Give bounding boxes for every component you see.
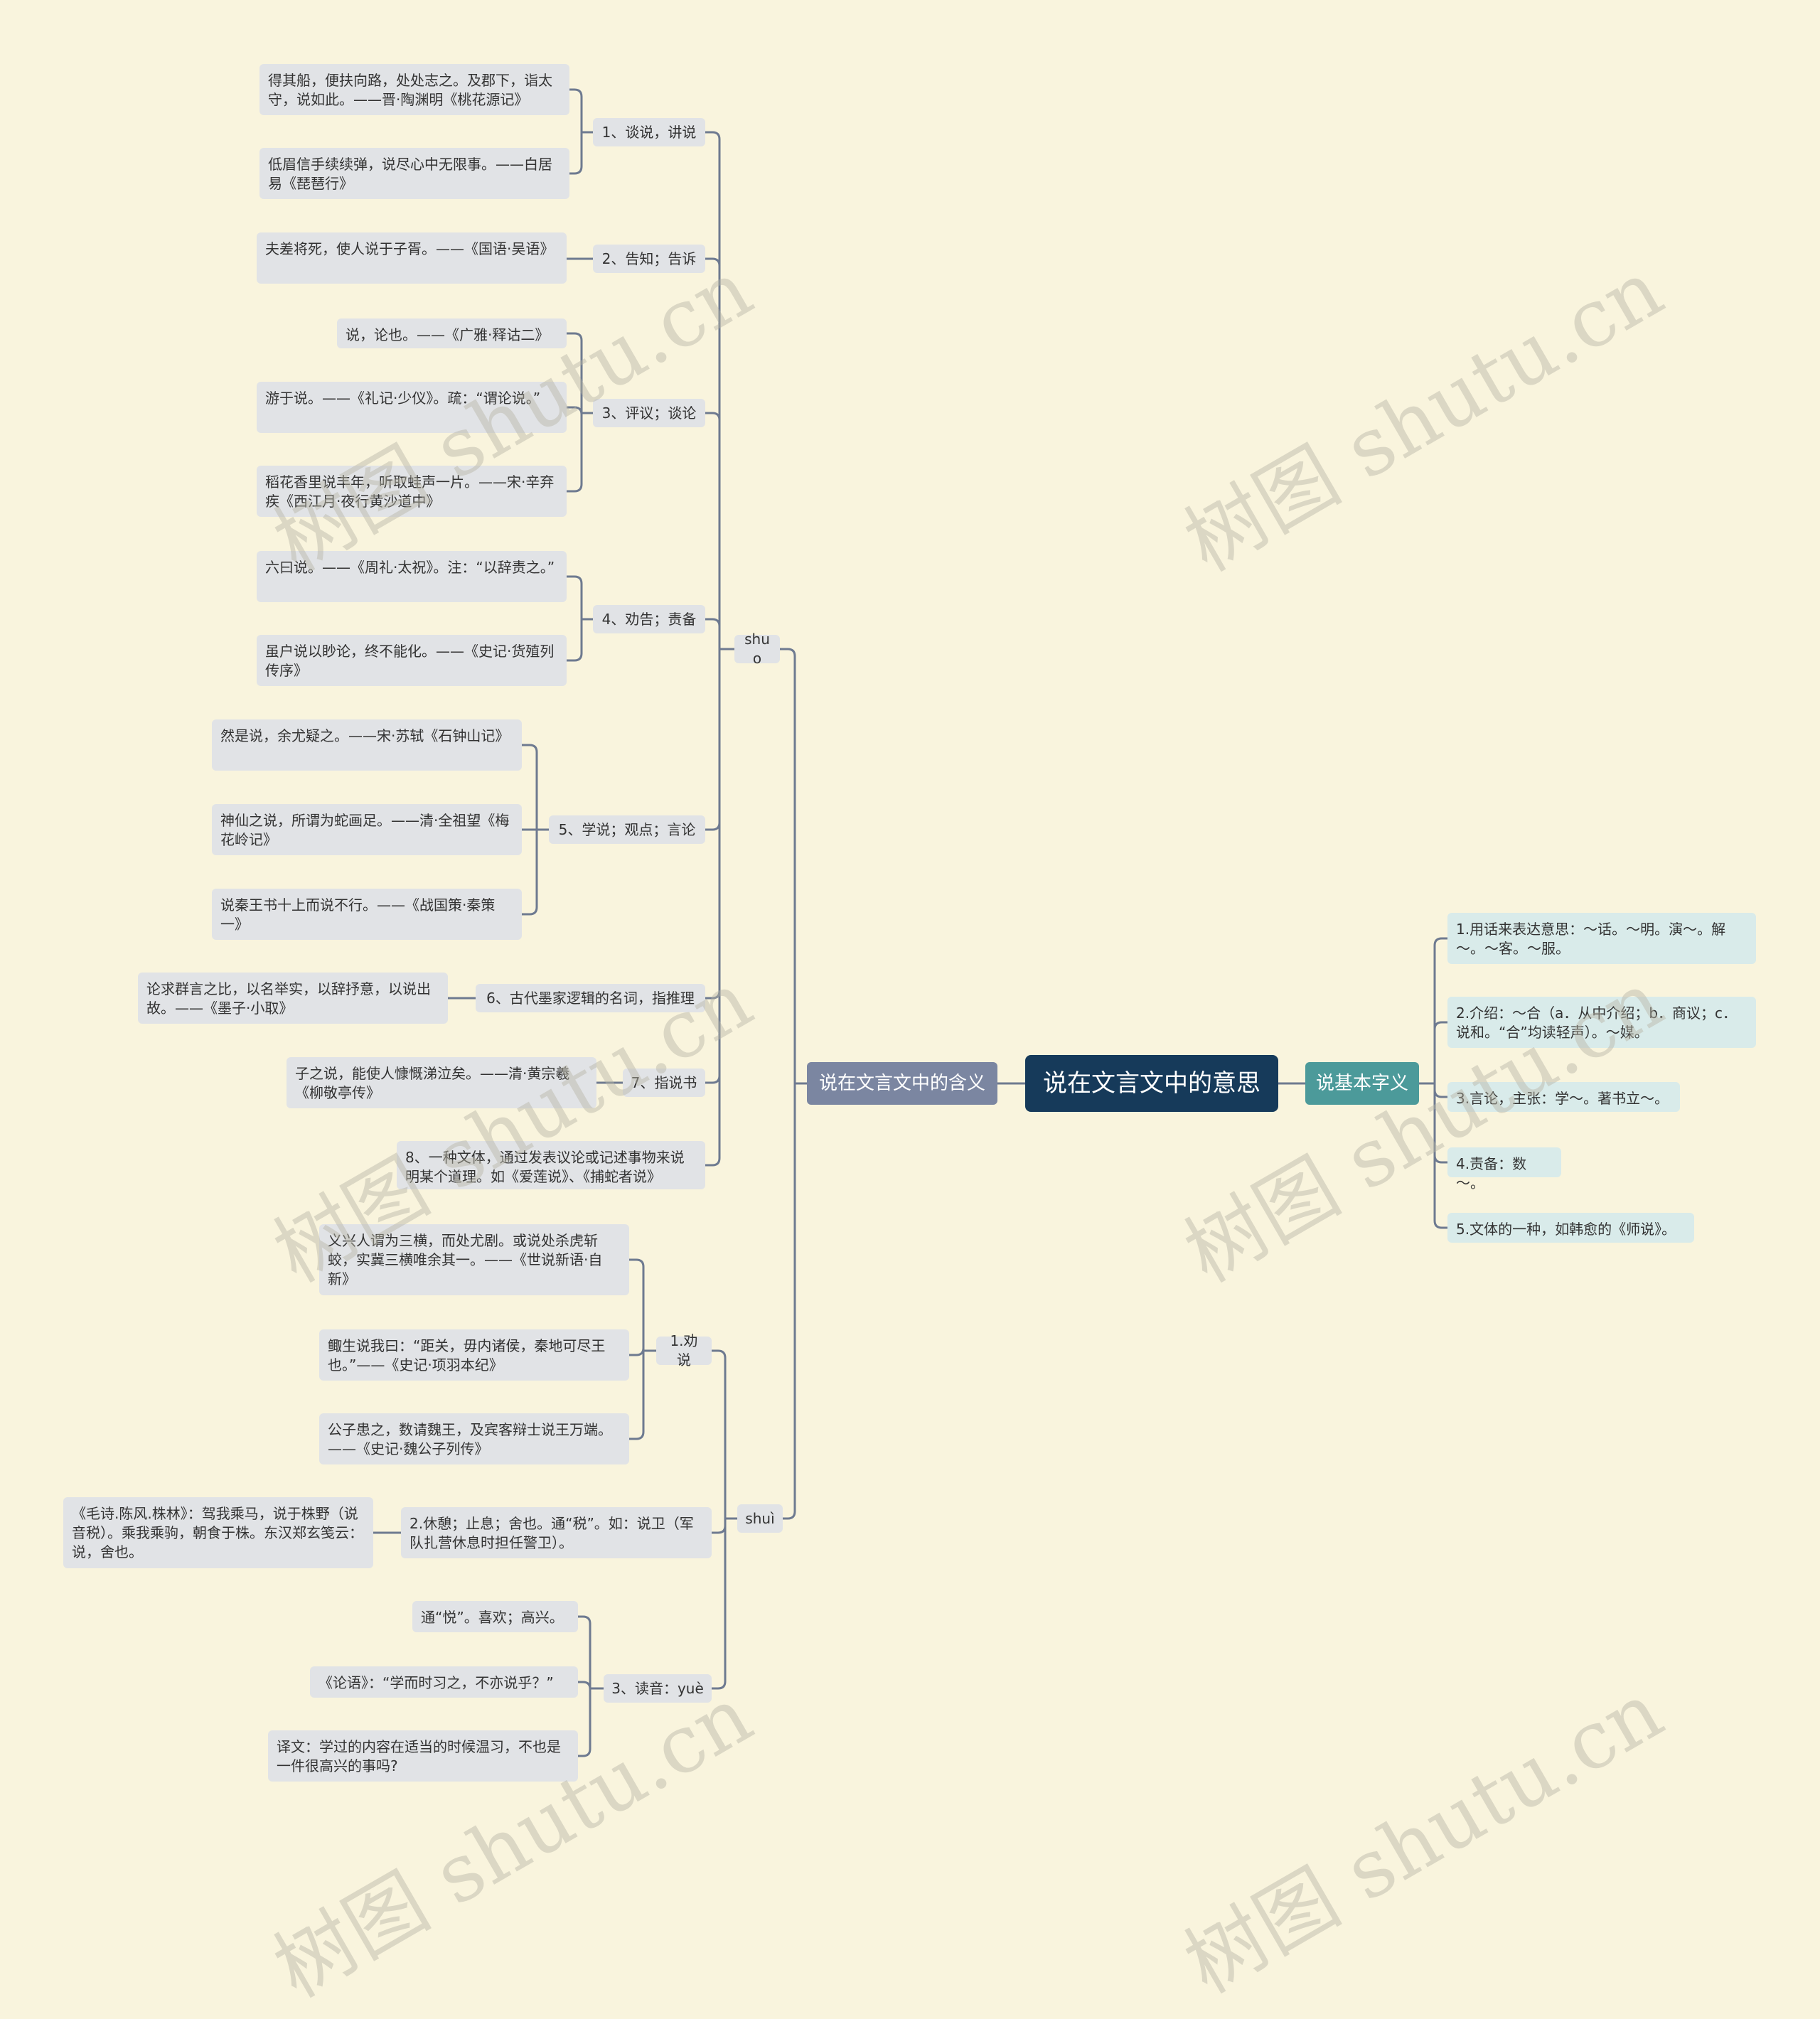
connector [705, 412, 721, 649]
example-quote: 译文：学过的内容在适当的时候温习，不也是一件很高兴的事吗? [268, 1730, 578, 1782]
connector [705, 618, 721, 649]
example-quote: 说秦王书十上而说不行。——《战国策·秦策一》 [212, 889, 522, 940]
basic-meaning-item[interactable]: 4.责备：数～。 [1447, 1147, 1561, 1191]
mind-map: 说在文言文中的意思 说在文言文中的含义 说基本字义 shuo shuì 1、谈说… [63, 64, 1756, 2015]
branch-basic-meanings[interactable]: 说基本字义 [1305, 1062, 1419, 1105]
sense-node[interactable]: 8、一种文体，通过发表议论或记述事物来说明某个道理。如《爱莲说》、《捕蛇者说》 [397, 1141, 705, 1189]
basic-meaning-item[interactable]: 3.言论，主张：学～。著书立～。 [1447, 1082, 1680, 1112]
example-quote: 六曰说。——《周礼·太祝》。注：“以辞责之。” [257, 551, 567, 602]
example-quote: 子之说，能使人慷慨涕泣矣。——清·黄宗羲《柳敬亭传》 [287, 1057, 596, 1108]
example-quote: 说，论也。——《广雅·释诂二》 [337, 318, 567, 348]
sense-node[interactable]: 7、指说书 [623, 1069, 705, 1097]
example-quote: 《毛诗.陈风.株林》：驾我乘马，说于株野（说音税）。乘我乘驹，朝食于株。东汉郑玄… [63, 1497, 373, 1568]
connector [705, 649, 721, 1167]
sense-node[interactable]: 3、读音：yuè [604, 1674, 712, 1703]
sense-node[interactable]: 2.休憩；止息；舍也。通“税”。如：说卫（军队扎营休息时担任警卫）。 [401, 1507, 712, 1558]
example-quote: 然是说，余尤疑之。——宋·苏轼《石钟山记》 [212, 719, 522, 771]
sense-node[interactable]: 5、学说；观点；言论 [549, 815, 705, 844]
example-quote: 通“悦”。喜欢；高兴。 [412, 1601, 578, 1632]
connector [1433, 1021, 1447, 1083]
basic-meaning-item[interactable]: 1.用话来表达意思：～话。～明。演～。解～。～客。～服。 [1447, 913, 1756, 964]
connector [567, 413, 583, 493]
connector [712, 1519, 727, 1690]
connector [705, 649, 721, 1084]
sense-node[interactable]: 2、告知；告诉 [593, 245, 705, 273]
root-topic[interactable]: 说在文言文中的意思 [1025, 1055, 1278, 1112]
connector [569, 132, 583, 175]
connector [1433, 1083, 1447, 1229]
connector [578, 1681, 592, 1690]
basic-meaning-item[interactable]: 5.文体的一种，如韩愈的《师说》。 [1447, 1213, 1694, 1243]
connector [712, 1349, 727, 1519]
connector [629, 1347, 645, 1356]
connector [780, 648, 796, 1083]
example-quote: 神仙之说，所谓为蛇画足。——清·全祖望《梅花岭记》 [212, 804, 522, 855]
connector [522, 830, 538, 916]
sense-node[interactable]: 1.劝说 [656, 1332, 712, 1369]
example-quote: 稻花香里说丰年，听取蛙声一片。——宋·辛弃疾《西江月·夜行黄沙道中》 [257, 466, 567, 517]
connector [705, 649, 721, 831]
pronunciation-shuo[interactable]: shuo [734, 631, 780, 667]
example-quote: 得其船，便扶向路，处处志之。及郡下，诣太守，说如此。——晋·陶渊明《桃花源记》 [259, 64, 569, 115]
example-quote: 公子患之，数请魏王，及宾客辩士说王万端。——《史记·魏公子列传》 [319, 1413, 629, 1464]
connector-lines [373, 88, 1447, 1757]
example-quote: 鲰生说我曰：“距关，毋内诸侯，秦地可尽王也。”——《史记·项羽本纪》 [319, 1329, 629, 1381]
connector [629, 1351, 645, 1440]
connector [569, 88, 583, 132]
pronunciation-shui[interactable]: shuì [737, 1504, 783, 1533]
sense-node[interactable]: 1、谈说，讲说 [593, 118, 705, 146]
connector [578, 1615, 592, 1688]
connector [1433, 1083, 1447, 1098]
connector [705, 257, 721, 649]
connector [712, 1519, 727, 1534]
example-quote: 义兴人谓为三横，而处尤剧。或说处杀虎斩蛟，实冀三横唯余其一。——《世说新语·自新… [319, 1224, 629, 1295]
connector [567, 332, 583, 413]
connector [705, 131, 721, 649]
connector [567, 575, 583, 619]
connector [780, 1083, 796, 1520]
connector [522, 744, 538, 830]
connector [567, 406, 583, 415]
example-quote: 夫差将死，使人说于子胥。——《国语·吴语》 [257, 232, 567, 284]
connector [1433, 937, 1447, 1083]
connector [705, 649, 721, 1000]
connector [578, 1688, 592, 1757]
example-quote: 低眉信手续续弹，说尽心中无限事。——白居易《琵琶行》 [259, 148, 569, 199]
connector [567, 619, 583, 662]
connector [629, 1258, 645, 1351]
sense-node[interactable]: 4、劝告；责备 [593, 605, 705, 633]
branch-classical-meanings[interactable]: 说在文言文中的含义 [807, 1062, 997, 1105]
example-quote: 游于说。——《礼记·少仪》。疏：“谓论说。” [257, 382, 567, 433]
sense-node[interactable]: 6、古代墨家逻辑的名词，指推理 [476, 984, 705, 1012]
sense-node[interactable]: 3、评议；谈论 [593, 399, 705, 427]
example-quote: 论求群言之比，以名举实，以辞抒意，以说出故。——《墨子·小取》 [138, 973, 448, 1024]
example-quote: 虽户说以眇论，终不能化。——《史记·货殖列传序》 [257, 635, 567, 686]
example-quote: 《论语》：“学而时习之，不亦说乎？” [310, 1666, 578, 1698]
basic-meaning-item[interactable]: 2.介绍：～合（a．从中介绍；b．商议；c．说和。“合”均读轻声）。～媒。 [1447, 997, 1756, 1048]
